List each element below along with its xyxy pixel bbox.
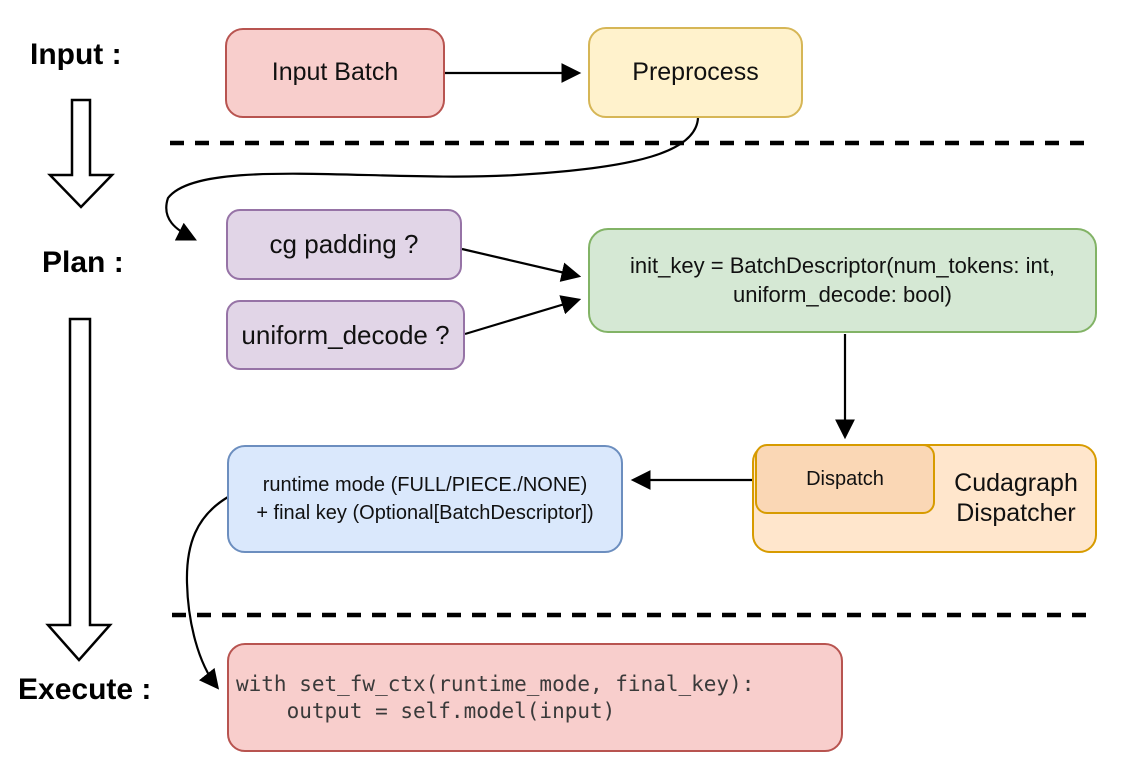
stage-label-input: Input :	[30, 38, 122, 71]
node-dispatch-label: Dispatch	[806, 467, 884, 490]
execute-code-line1: with set_fw_ctx(runtime_mode, final_key)…	[236, 672, 755, 697]
stage-label-execute: Execute :	[18, 673, 152, 706]
stage-arrow-plan-to-execute	[45, 317, 113, 662]
node-runtime-mode: runtime mode (FULL/PIECE./NONE) + final …	[227, 445, 623, 553]
node-cg-padding: cg padding ?	[226, 209, 462, 280]
node-cudagraph-dispatcher-label: Cudagraph Dispatcher	[935, 444, 1097, 553]
arrow-cgpadding-to-initkey	[461, 247, 582, 282]
node-runtime-mode-line2: + final key (Optional[BatchDescriptor])	[256, 502, 594, 524]
arrow-runtimemode-to-execute	[185, 496, 229, 690]
stage-arrow-input-to-plan	[47, 98, 115, 209]
node-uniform-decode-label: uniform_decode ?	[241, 319, 450, 350]
arrow-preprocess-to-cgpadding	[165, 117, 700, 241]
node-dispatch: Dispatch	[755, 444, 935, 514]
execute-code-line2: output = self.model(input)	[236, 698, 616, 723]
node-input-batch: Input Batch	[225, 28, 445, 118]
node-input-batch-label: Input Batch	[271, 58, 399, 87]
cudagraph-label-line1: Cudagraph	[954, 469, 1078, 497]
node-preprocess: Preprocess	[588, 27, 803, 118]
node-cg-padding-label: cg padding ?	[269, 229, 419, 260]
node-init-key: init_key = BatchDescriptor(num_tokens: i…	[588, 228, 1097, 333]
node-init-key-line2: uniform_decode: bool)	[733, 281, 952, 307]
node-execute-code: with set_fw_ctx(runtime_mode, final_key)…	[227, 643, 843, 752]
node-uniform-decode: uniform_decode ?	[226, 300, 465, 370]
arrow-uniformdecode-to-initkey	[464, 295, 582, 336]
node-runtime-mode-line1: runtime mode (FULL/PIECE./NONE)	[262, 474, 588, 496]
node-preprocess-label: Preprocess	[632, 57, 759, 86]
node-init-key-line1: init_key = BatchDescriptor(num_tokens: i…	[630, 252, 1055, 278]
cudagraph-label-line2: Dispatcher	[956, 498, 1076, 527]
stage-label-plan: Plan :	[42, 246, 124, 279]
